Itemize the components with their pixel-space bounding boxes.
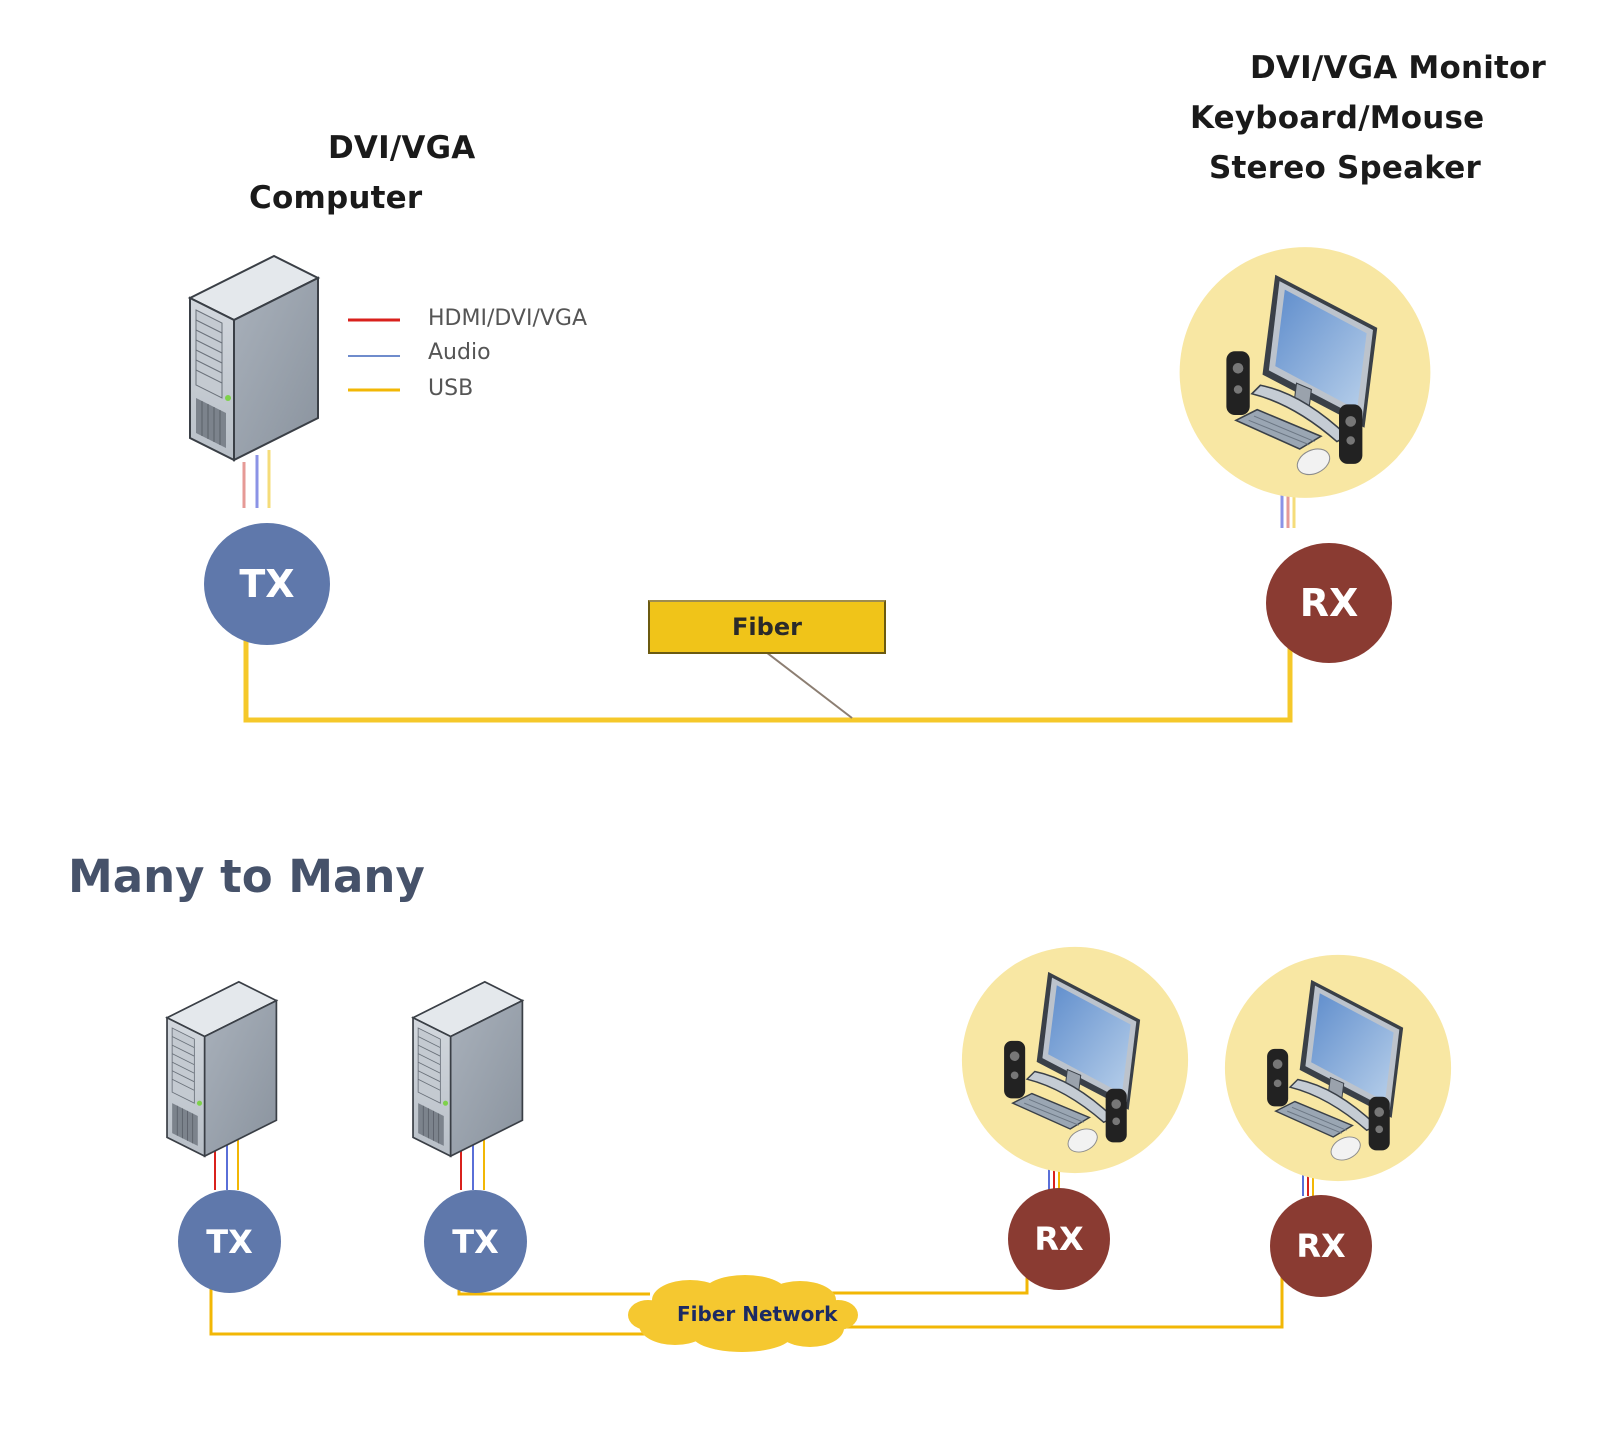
fiber-link-rx1 bbox=[820, 1253, 1029, 1295]
destination-label-line1: DVI/VGA Monitor bbox=[1250, 50, 1547, 86]
source-label-line1: DVI/VGA bbox=[328, 130, 476, 166]
fiber-network-cloud-icon bbox=[628, 1275, 858, 1352]
fiber-network-label: Fiber Network bbox=[677, 1302, 838, 1326]
tx-node: TX bbox=[178, 1190, 281, 1293]
monitor-station-icon bbox=[1224, 954, 1452, 1182]
fiber-link-label-text: Fiber bbox=[732, 613, 802, 641]
rx-node: RX bbox=[1008, 1188, 1110, 1290]
fiber-link-rx2 bbox=[820, 1260, 1284, 1329]
rx-node-label: RX bbox=[1299, 581, 1359, 625]
legend-label-usb: USB bbox=[428, 376, 474, 401]
computer-tower-icon bbox=[189, 255, 319, 461]
tx-node-label: TX bbox=[206, 1222, 253, 1261]
source-label-line2: Computer bbox=[249, 180, 423, 216]
rx-node: RX bbox=[1270, 1195, 1372, 1297]
monitor-station-icon bbox=[1178, 246, 1432, 499]
monitor-station-icon bbox=[961, 946, 1189, 1174]
rx-node-label: RX bbox=[1034, 1220, 1084, 1258]
tx-node-label: TX bbox=[239, 562, 295, 606]
computer-tower-icon bbox=[412, 980, 524, 1158]
computer-tower-icon bbox=[166, 980, 278, 1158]
rx-node: RX bbox=[1266, 543, 1392, 663]
section-title: Many to Many bbox=[68, 850, 425, 903]
fiber-link-label: Fiber bbox=[648, 600, 886, 654]
legend-label-audio: Audio bbox=[428, 340, 491, 365]
bottom-section-graphics bbox=[166, 946, 1452, 1352]
destination-label-line3: Stereo Speaker bbox=[1209, 150, 1481, 186]
tx-node: TX bbox=[204, 523, 330, 645]
rx-node-label: RX bbox=[1296, 1227, 1346, 1265]
legend-label-video: HDMI/DVI/VGA bbox=[428, 306, 588, 331]
tx-node-label: TX bbox=[452, 1222, 499, 1261]
tx-node: TX bbox=[424, 1190, 527, 1293]
fiber-link-top bbox=[243, 622, 1293, 723]
destination-label-line2: Keyboard/Mouse bbox=[1190, 100, 1485, 136]
